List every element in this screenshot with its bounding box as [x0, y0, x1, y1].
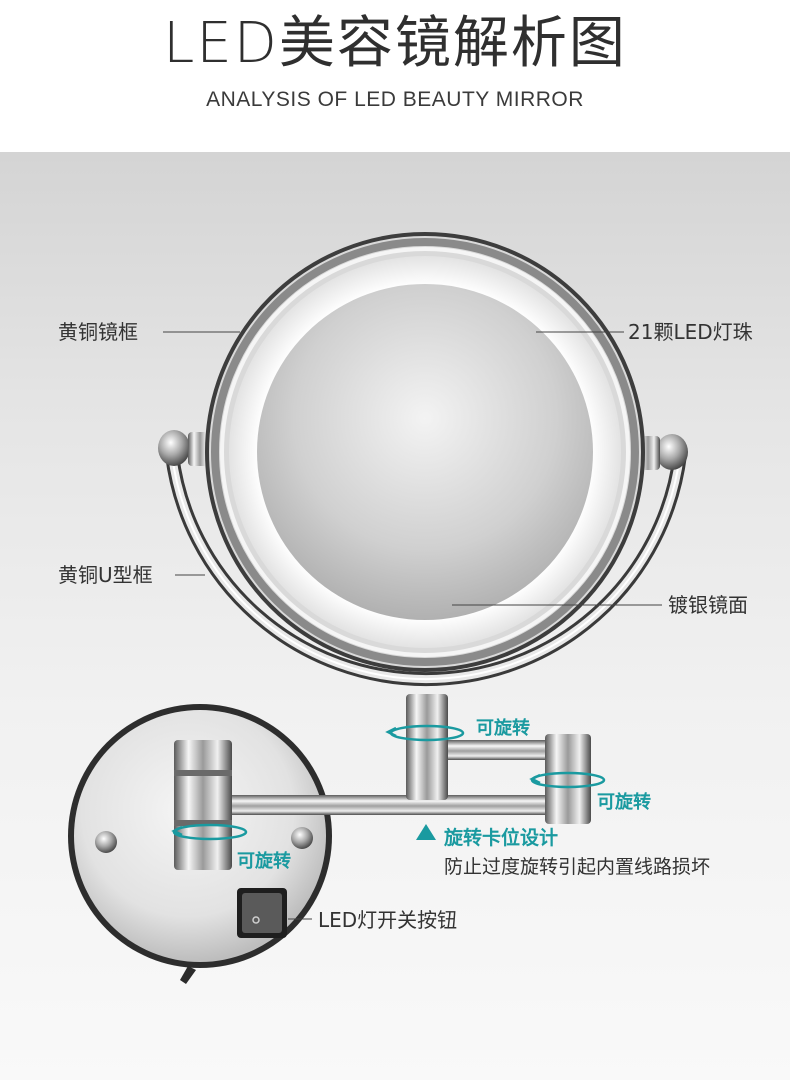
- callout-switch-button: LED灯开关按钮: [318, 908, 458, 932]
- right-pivot-knob: [656, 434, 688, 470]
- swing-arms: [174, 694, 591, 870]
- page-title: LED美容镜解析图: [163, 11, 627, 76]
- lower-arm: [226, 795, 572, 815]
- upper-arm: [440, 740, 570, 760]
- screw-left: [95, 831, 117, 853]
- left-pivot-knob: [158, 430, 190, 466]
- screw-right: [291, 827, 313, 849]
- mirror-neck: [406, 694, 448, 800]
- callout-lines: [163, 331, 662, 920]
- elbow-joint: [545, 734, 591, 824]
- design-note-text: 防止过度旋转引起内置线路损坏: [444, 856, 711, 878]
- rotation-label-right: 可旋转: [597, 792, 651, 813]
- header: LED美容镜解析图 ANALYSIS OF LED BEAUTY MIRROR: [0, 0, 790, 152]
- rotation-indicators: [171, 724, 606, 841]
- callout-led-beads: 21颗LED灯珠: [628, 320, 753, 344]
- rotation-label-left: 可旋转: [237, 851, 291, 872]
- silver-mirror-face: [257, 284, 593, 620]
- brass-u-frame: [158, 430, 688, 687]
- callout-brass-u-frame: 黄铜U型框: [58, 563, 153, 587]
- page-subtitle: ANALYSIS OF LED BEAUTY MIRROR: [206, 88, 584, 111]
- callout-silver-mirror: 镀银镜面: [668, 593, 748, 617]
- wall-hinge: [174, 740, 232, 870]
- rotation-label-top: 可旋转: [476, 718, 530, 739]
- callout-brass-frame: 黄铜镜框: [58, 320, 138, 344]
- caret-up-icon: [416, 824, 436, 840]
- mirror-head: [205, 232, 645, 672]
- design-note-title: 旋转卡位设计: [444, 827, 559, 849]
- power-cord: [180, 966, 196, 984]
